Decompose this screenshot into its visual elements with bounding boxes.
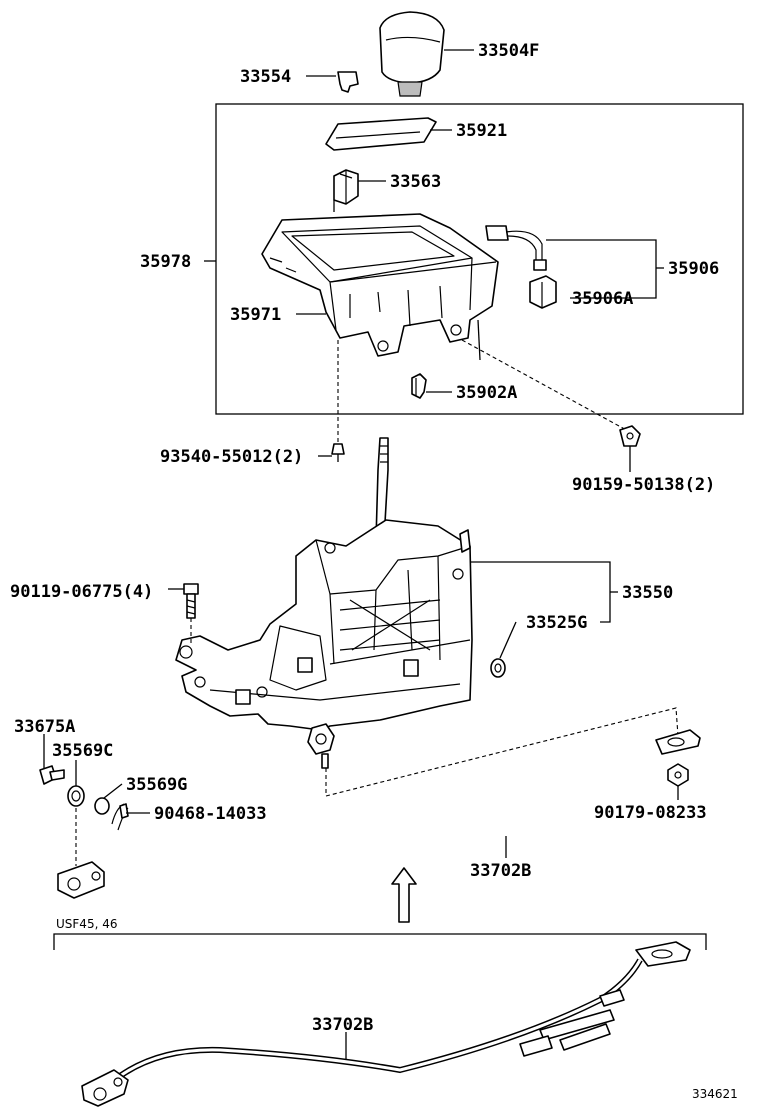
label-35569C: 35569C	[52, 741, 113, 761]
up-arrow-icon	[391, 867, 417, 923]
clip-35902A	[411, 373, 427, 399]
label-90468: 90468-14033	[154, 804, 267, 824]
indicator-plate-35921	[325, 117, 437, 151]
label-33504F: 33504F	[478, 41, 539, 61]
diagram-number: 334621	[692, 1087, 738, 1101]
label-33563: 33563	[390, 172, 441, 192]
label-33525G: 33525G	[526, 613, 587, 633]
wire-harness-35906	[485, 225, 547, 271]
bushing-35569G	[94, 797, 110, 815]
label-35906A: 35906A	[572, 289, 633, 309]
label-93540: 93540-55012(2)	[160, 447, 303, 467]
variant-bracket	[53, 933, 707, 950]
connector-35906A	[529, 275, 557, 309]
washer-33525G	[490, 658, 506, 678]
assembly-frame-35978	[215, 103, 744, 415]
label-90159: 90159-50138(2)	[572, 475, 715, 495]
label-90179: 90179-08233	[594, 803, 707, 823]
screw-93540	[331, 443, 345, 462]
label-35569G: 35569G	[126, 775, 187, 795]
label-35906: 35906	[668, 259, 719, 279]
variant-label: USF45, 46	[56, 917, 117, 931]
bolt-90119	[183, 583, 199, 619]
bushing-33675A	[39, 765, 65, 785]
label-33554: 33554	[240, 67, 291, 87]
nut-90179	[667, 763, 689, 787]
label-35902A: 35902A	[456, 383, 517, 403]
label-33675A: 33675A	[14, 717, 75, 737]
label-33702B-lower: 33702B	[312, 1015, 373, 1035]
shift-cable-33702B-upper	[57, 729, 701, 899]
label-35971: 35971	[230, 305, 281, 325]
clip-33554	[337, 71, 359, 93]
dashed-line-90159	[461, 339, 631, 433]
bracket-35906	[546, 239, 657, 299]
bushing-35569C	[67, 785, 85, 807]
label-90119: 90119-06775(4)	[10, 582, 153, 602]
dashed-line-cable-end	[325, 707, 679, 797]
clip-90468	[111, 803, 129, 831]
label-33550: 33550	[622, 583, 673, 603]
screw-90159	[619, 425, 641, 447]
label-35921: 35921	[456, 121, 507, 141]
shift-lever-assembly-33550	[175, 437, 473, 769]
label-33702B-upper: 33702B	[470, 861, 531, 881]
shift-cable-33702B-lower	[81, 941, 691, 1107]
button-33563	[333, 169, 359, 212]
console-housing-35971	[261, 213, 499, 361]
label-35978: 35978	[140, 252, 191, 272]
leader-33525G	[499, 621, 517, 659]
shift-knob	[379, 11, 445, 97]
